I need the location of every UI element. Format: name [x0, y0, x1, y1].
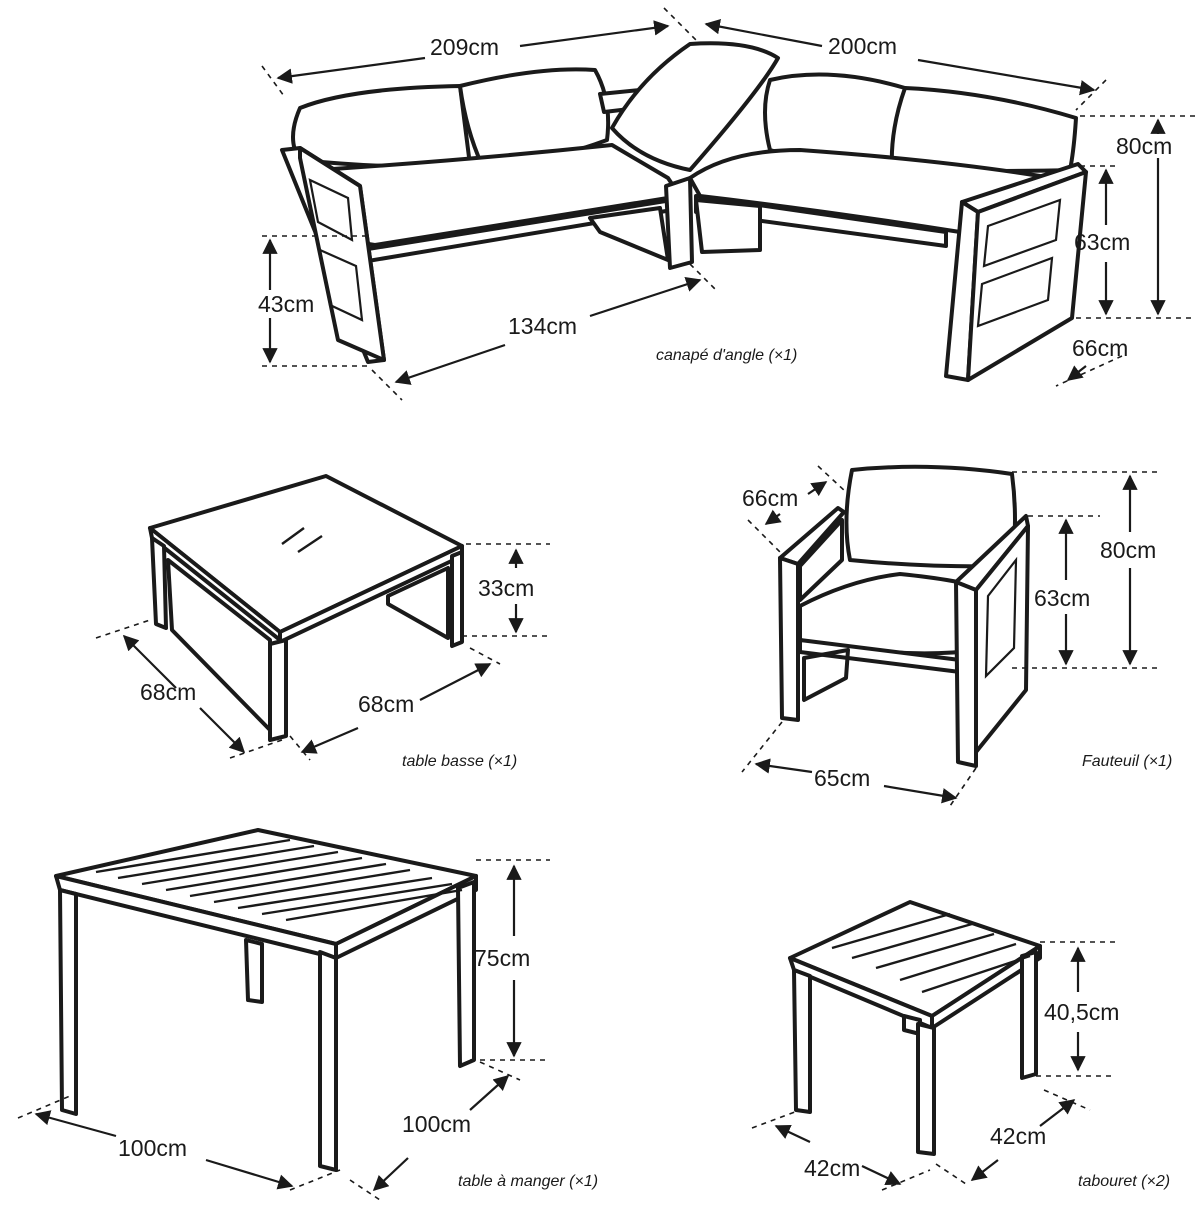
sofa-seat-height-label: 43cm — [258, 291, 314, 317]
dining-table-depth-label: 100cm — [402, 1111, 471, 1137]
stool-caption: tabouret (×2) — [1078, 1173, 1170, 1190]
sofa-inner-length-label: 134cm — [508, 313, 577, 339]
sofa-dimensions: 209cm 200cm 80cm 63cm 66cm 43cm 134cm ca… — [258, 7, 1196, 401]
sofa-caption: canapé d'angle (×1) — [656, 347, 797, 364]
armchair-dimensions: 66cm 80cm 63cm 65cm Fauteuil (×1) — [741, 465, 1172, 807]
stool-dimensions: 40,5cm 42cm 42cm tabouret (×2) — [751, 941, 1170, 1191]
coffee-table-width-label: 68cm — [358, 691, 414, 717]
armchair-depth-label: 66cm — [742, 485, 798, 511]
armchair-height-arm-label: 63cm — [1034, 585, 1090, 611]
armchair-width-label: 65cm — [814, 765, 870, 791]
corner-sofa-drawing — [280, 41, 1088, 382]
armchair-caption: Fauteuil (×1) — [1082, 753, 1172, 770]
armchair-drawing — [778, 464, 1030, 768]
dining-table-caption: table à manger (×1) — [458, 1173, 598, 1190]
dining-table-drawing — [54, 828, 478, 1172]
coffee-table-dimensions: 33cm 68cm 68cm table basse (×1) — [95, 543, 550, 770]
stool-slats — [831, 912, 1031, 994]
sofa-width-left-label: 209cm — [430, 34, 499, 60]
stool-drawing — [788, 900, 1042, 1156]
stool-width-label: 42cm — [804, 1155, 860, 1181]
coffee-table-caption: table basse (×1) — [402, 753, 517, 770]
sofa-width-right-label: 200cm — [828, 33, 897, 59]
stool-height-label: 40,5cm — [1044, 999, 1119, 1025]
stool-depth-label: 42cm — [990, 1123, 1046, 1149]
coffee-table-depth-label: 68cm — [140, 679, 196, 705]
armchair-height-total-label: 80cm — [1100, 537, 1156, 563]
sofa-depth-label: 66cm — [1072, 335, 1128, 361]
dining-table-dimensions: 75cm 100cm 100cm table à manger (×1) — [17, 859, 598, 1201]
dining-table-width-label: 100cm — [118, 1135, 187, 1161]
dining-table-height-label: 75cm — [474, 945, 530, 971]
sofa-height-arm-label: 63cm — [1074, 229, 1130, 255]
coffee-table-drawing — [148, 474, 464, 742]
sofa-height-total-label: 80cm — [1116, 133, 1172, 159]
dining-table-slats — [95, 838, 463, 922]
coffee-table-height-label: 33cm — [478, 575, 534, 601]
